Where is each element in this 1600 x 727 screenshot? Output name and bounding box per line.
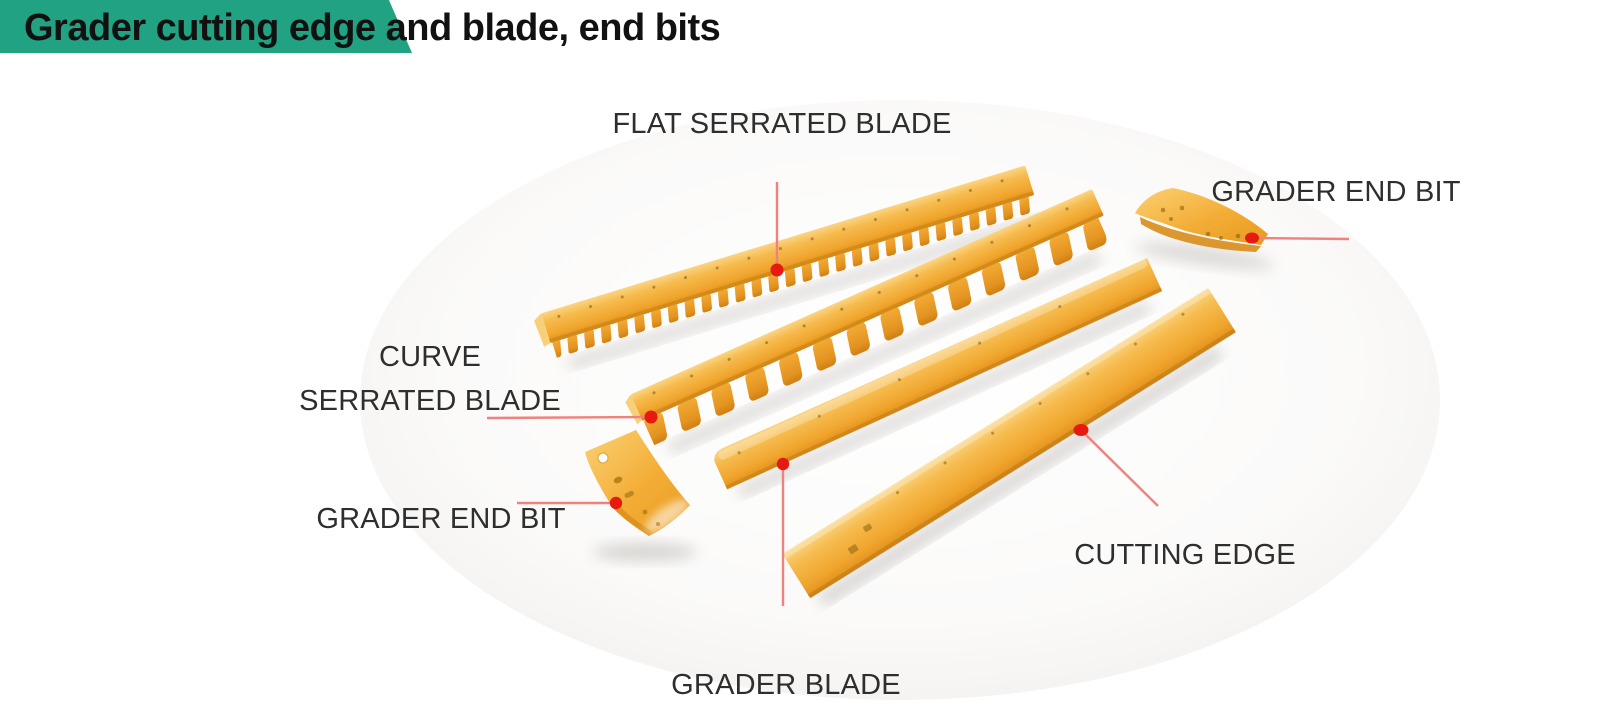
marker-dot [609,496,623,510]
marker-dot [1245,232,1259,244]
title-highlight-banner [0,0,412,53]
label-curve-line1: CURVE [379,341,481,373]
grader-blade-part [714,258,1163,498]
label-grader-end-bit-left: GRADER END BIT [316,503,566,535]
marker-dot [1073,424,1089,436]
grader-end-bit-right-part [1135,188,1275,270]
label-grader-end-bit-right: GRADER END BIT [1211,176,1461,208]
marker-dot [770,263,784,277]
grader-end-bit-left-part [585,430,697,561]
label-flat-serrated-blade: FLAT SERRATED BLADE [612,108,952,140]
leader-lines [486,182,1350,606]
leader-end-bit-right [1256,236,1350,241]
label-grader-blade: GRADER BLADE [671,669,901,701]
label-curve-line2: SERRATED BLADE [299,385,561,417]
label-curve-serrated-blade: CURVE SERRATED BLADE [299,335,561,423]
curve-serrated-blade-part [625,189,1111,454]
leader-cutting-edge [1083,432,1159,507]
marker-dot [644,410,658,424]
marker-dots [609,232,1259,510]
cutting-edge-part [782,287,1236,606]
marker-dot [776,457,790,471]
label-cutting-edge: CUTTING EDGE [1074,539,1296,571]
leader-curve-serrated [486,415,648,420]
flat-serrated-blade-part [534,165,1048,370]
page-title: Grader cutting edge and blade, end bits [24,7,721,49]
